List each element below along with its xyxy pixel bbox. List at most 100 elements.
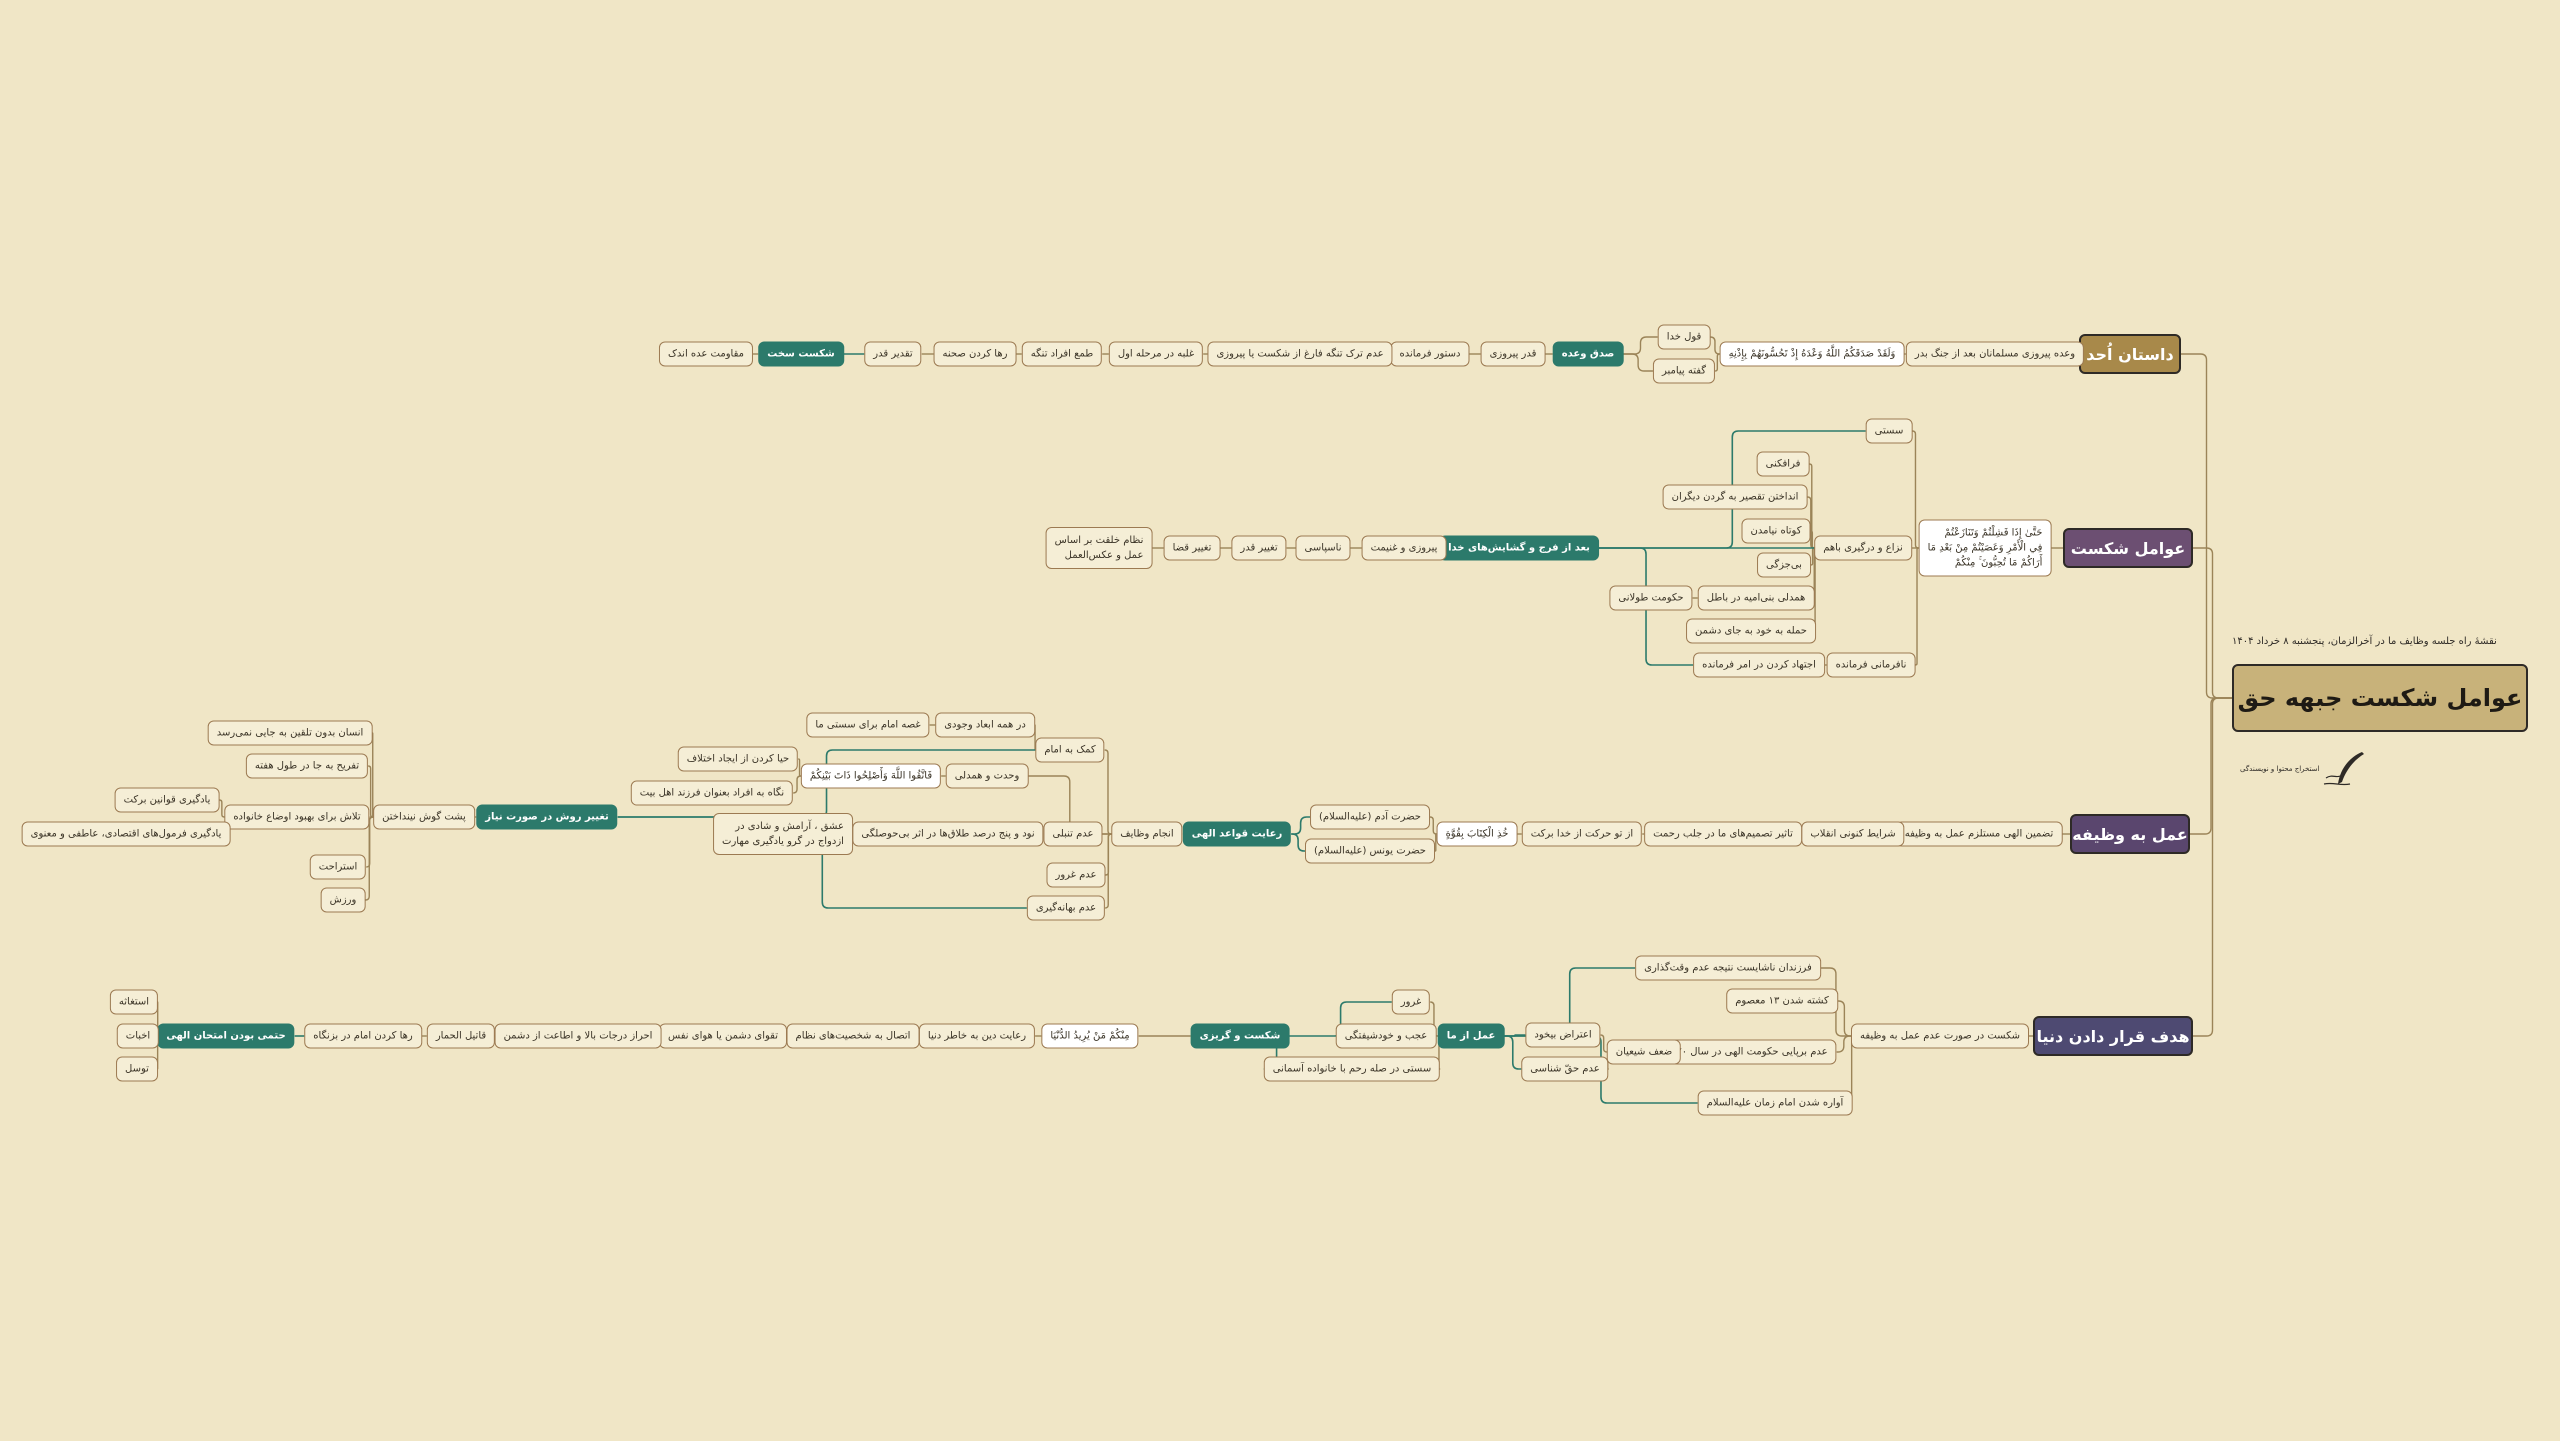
- node-b2[interactable]: عوامل شکست: [2063, 528, 2193, 568]
- node-b3pg[interactable]: پشت گوش نینداختن: [373, 804, 475, 830]
- node-b2f[interactable]: نافرمانی فرمانده: [1826, 652, 1916, 678]
- connector-root-b1: [2181, 353, 2232, 699]
- node-b4c5[interactable]: رها کردن امام در بزنگاه: [304, 1023, 422, 1049]
- node-b3v[interactable]: خُذِ الْكِتَابَ بِقُوَّةٍ: [1436, 821, 1518, 847]
- node-b3t[interactable]: عدم تنبلی: [1043, 821, 1103, 847]
- node-b3c0[interactable]: تضمین الهی مستلزم عمل به وظیفه: [1895, 821, 2063, 847]
- node-b4gr[interactable]: غرور: [1391, 989, 1431, 1015]
- node-b3y1[interactable]: یادگیری قوانین برکت: [114, 787, 220, 813]
- node-b2c1[interactable]: ناسپاسی: [1295, 535, 1351, 561]
- node-b1a[interactable]: وعده پیروزی مسلمانان بعد از جنگ بدر: [1905, 341, 2085, 367]
- node-b3yu[interactable]: حضرت یونس (علیه‌السلام): [1305, 838, 1435, 864]
- connector-b4sh-b4et: [1600, 1034, 1607, 1053]
- node-b2s[interactable]: سستی: [1865, 418, 1913, 444]
- node-b3hm[interactable]: در همه ابعاد وجودی: [935, 712, 1035, 738]
- node-b4so[interactable]: سستی در صله رحم با خانواده آسمانی: [1263, 1056, 1441, 1082]
- node-b2n5[interactable]: حمله به خود به جای دشمن: [1686, 618, 1816, 644]
- node-b4sh[interactable]: ضعف شیعیان: [1606, 1039, 1682, 1065]
- node-b4av[interactable]: آواره شدن امام زمان علیه‌السلام: [1697, 1090, 1853, 1116]
- node-b1c1[interactable]: دستور فرمانده: [1390, 341, 1470, 367]
- node-b1v[interactable]: وَلَقَدْ صَدَقَكُمُ اللَّهُ وَعْدَهُ إِذ…: [1719, 341, 1905, 367]
- node-b2c2[interactable]: تغییر قدر: [1231, 535, 1287, 561]
- connector-root-b3: [2190, 697, 2232, 835]
- node-b3v2[interactable]: فَاتَّقُوا اللَّهَ وَأَصْلِحُوا ذَاتَ بَ…: [800, 763, 942, 789]
- node-b3va[interactable]: انجام وظایف: [1111, 821, 1183, 847]
- connector-b4s-b4ab: [1836, 1035, 1851, 1053]
- node-b2n[interactable]: نزاع و درگیری باهم: [1814, 535, 1912, 561]
- node-b4c2[interactable]: تقوای دشمن یا هوای نفس: [658, 1023, 788, 1049]
- node-b3es[interactable]: عشق ، آرامش و شادی در ازدواج در گرو یادگ…: [713, 813, 853, 855]
- node-b4c1[interactable]: اتصال به شخصیت‌های نظام: [786, 1023, 920, 1049]
- node-b1p[interactable]: گفته پیامبر: [1652, 358, 1716, 384]
- node-b1s[interactable]: صدق وعده: [1552, 341, 1624, 367]
- connector-b4hq-b4am: [1504, 1035, 1522, 1070]
- session-subtitle: نقشهٔ راه جلسه وظایف ما در آخرالزمان، پن…: [2232, 636, 2497, 647]
- node-b2n1[interactable]: انداختن تقصیر به گردن دیگران: [1662, 484, 1808, 510]
- node-b1c5[interactable]: رها کردن صحنه: [933, 341, 1017, 367]
- node-b2z[interactable]: نظام خلقت بر اساس عمل و عکس‌العمل: [1045, 527, 1153, 569]
- node-b4c3[interactable]: احراز درجات بالا و اطاعت از دشمن: [494, 1023, 662, 1049]
- node-b1d[interactable]: شکست سخت: [758, 341, 844, 367]
- node-b4l0[interactable]: استغاثه: [109, 989, 159, 1015]
- node-b4hq[interactable]: عدم حقّ شناسی: [1521, 1056, 1609, 1082]
- node-b4c4[interactable]: قاتیل الحمار: [426, 1023, 496, 1049]
- node-b1r[interactable]: مقاومت عده اندک: [658, 341, 754, 367]
- node-b3ad[interactable]: حضرت آدم (علیه‌السلام): [1310, 804, 1430, 830]
- node-b3q[interactable]: رعایت قواعد الهی: [1182, 821, 1292, 847]
- connector-b3v-b3yu: [1434, 833, 1437, 852]
- node-b3st[interactable]: استراحت: [309, 854, 367, 880]
- node-b4am[interactable]: عمل از ما: [1437, 1023, 1505, 1049]
- node-b2c0[interactable]: پیروزی و غنیمت: [1361, 535, 1447, 561]
- node-b2n4[interactable]: همدلی بنی‌امیه در باطل: [1697, 585, 1815, 611]
- node-b2i[interactable]: اجتهاد کردن در امر فرمانده: [1693, 652, 1825, 678]
- node-b2n0[interactable]: فرافکنی: [1756, 451, 1810, 477]
- node-b3c1[interactable]: شرایط کنونی انقلاب: [1801, 821, 1905, 847]
- node-b3y2[interactable]: یادگیری فرمول‌های اقتصادی، عاطفی و معنوی: [21, 821, 231, 847]
- node-b3en[interactable]: انسان بدون تلقین به جایی نمی‌رسد: [207, 720, 373, 746]
- node-b3k[interactable]: کمک به امام: [1035, 737, 1105, 763]
- node-b1c0[interactable]: قدر پیروزی: [1480, 341, 1546, 367]
- node-b4v[interactable]: مِنْكُمْ مَنْ يُرِيدُ الدُّنْيَا: [1041, 1023, 1139, 1049]
- node-b1q[interactable]: قول خدا: [1657, 324, 1711, 350]
- node-b3c2[interactable]: تاثیر تصمیم‌های ما در جلب رحمت: [1644, 821, 1802, 847]
- node-b3c3[interactable]: از تو حرکت از خدا برکت: [1521, 821, 1643, 847]
- node-b2n3[interactable]: بی‌جزگی: [1757, 552, 1811, 578]
- node-b4go[interactable]: شکست و گریزی: [1190, 1023, 1290, 1049]
- node-b4h[interactable]: حتمی بودن امتحان الهی: [157, 1023, 295, 1049]
- node-b3gh[interactable]: غصه امام برای سستی ما: [806, 712, 930, 738]
- node-b3ng[interactable]: نگاه به افراد بعنوان فرزند اهل بیت: [630, 780, 794, 806]
- node-b3nv[interactable]: نود و پنج درصد طلاق‌ها در اثر بی‌حوصلگی: [852, 821, 1044, 847]
- node-b4l1[interactable]: اخبات: [116, 1023, 160, 1049]
- node-b1c2[interactable]: عدم ترک تنگه فارغ از شکست یا پیروزی: [1207, 341, 1393, 367]
- node-b1c4[interactable]: طمع افراد تنگه: [1021, 341, 1103, 367]
- node-b1c6[interactable]: تقدیر قدر: [864, 341, 922, 367]
- node-b3vh[interactable]: وحدت و همدلی: [945, 763, 1029, 789]
- node-b2v[interactable]: حَتَّىٰ إِذَا فَشِلْتُمْ وَتَنَازَعْتُمْ…: [1918, 519, 2052, 577]
- node-b2c3[interactable]: تغییر قضا: [1163, 535, 1221, 561]
- node-b3bh[interactable]: عدم بهانه‌گیری: [1026, 895, 1106, 921]
- node-b4c0[interactable]: رعایت دین به خاطر دنیا: [918, 1023, 1036, 1049]
- node-b1c3[interactable]: غلبه در مرحله اول: [1108, 341, 1204, 367]
- node-b3tf[interactable]: تفریح به جا در طول هفته: [245, 753, 369, 779]
- root-title[interactable]: عوامل شکست جبهه حق: [2232, 664, 2528, 732]
- node-b3hy[interactable]: حیا کردن از ایجاد اختلاف: [677, 746, 799, 772]
- node-b2n2[interactable]: کوتاه نیامدن: [1741, 518, 1811, 544]
- node-b2a[interactable]: بعد از فرج و گشایش‌های خدا: [1439, 535, 1599, 561]
- node-b4oj[interactable]: عجب و خودشیفتگی: [1335, 1023, 1437, 1049]
- connector-b3pg-b3en: [372, 732, 374, 818]
- node-b4ab[interactable]: عدم برپایی حکومت الهی در سال ۷۰: [1667, 1039, 1837, 1065]
- node-b1[interactable]: داستان اُحد: [2079, 334, 2181, 374]
- node-b4f[interactable]: فرزندان ناشایست نتیجه عدم وقت‌گذاری: [1635, 955, 1821, 981]
- node-b4s[interactable]: شکست در صورت عدم عمل به وظیفه: [1851, 1023, 2029, 1049]
- node-b3tl[interactable]: تلاش برای بهبود اوضاع خانواده: [224, 804, 370, 830]
- node-b3tg[interactable]: تغییر روش در صورت نیاز: [476, 804, 618, 830]
- node-b3gr[interactable]: عدم غرور: [1046, 862, 1106, 888]
- node-b4[interactable]: هدف قرار دادن دنیا: [2033, 1016, 2193, 1056]
- node-b3vz[interactable]: ورزش: [320, 887, 366, 913]
- node-b4et[interactable]: اعتراض بیخود: [1525, 1022, 1601, 1048]
- connector-b1p-b1s: [1623, 353, 1653, 372]
- node-b4k[interactable]: کشته شدن ۱۳ معصوم: [1726, 988, 1838, 1014]
- node-b2h[interactable]: حکومت طولانی: [1609, 585, 1693, 611]
- node-b4l2[interactable]: توسل: [116, 1056, 158, 1082]
- node-b3[interactable]: عمل به وظیفه: [2070, 814, 2190, 854]
